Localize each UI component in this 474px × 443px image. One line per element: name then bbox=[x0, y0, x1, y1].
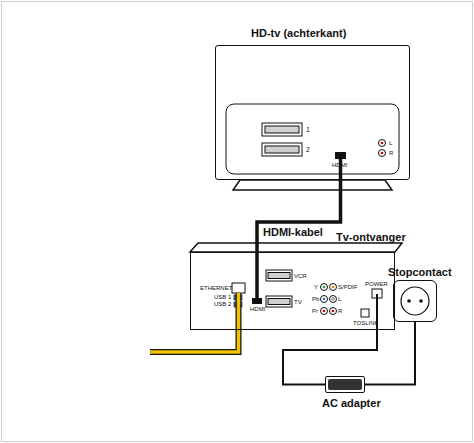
toslink-port bbox=[361, 309, 369, 317]
node-heading: Tv-ontvanger bbox=[336, 231, 406, 243]
ethernet-port bbox=[232, 283, 245, 293]
port-name: HDMI bbox=[250, 306, 265, 312]
port-name: S/PDIF bbox=[338, 284, 357, 290]
tv-stand bbox=[233, 180, 392, 190]
port-number: 2 bbox=[306, 146, 310, 153]
port-number: 1 bbox=[306, 126, 310, 133]
cable-label: HDMI-kabel bbox=[262, 226, 324, 238]
receiver-box: Tv-ontvanger bbox=[190, 252, 395, 330]
port-name: POWER bbox=[365, 281, 388, 287]
channel-name: L bbox=[389, 140, 392, 146]
rca-centres bbox=[323, 286, 335, 313]
channel-name: R bbox=[338, 308, 342, 314]
scart-ports bbox=[266, 270, 292, 307]
hdmi-cable bbox=[257, 180, 341, 252]
port-name: ETHERNET bbox=[200, 285, 232, 291]
node-heading: AC adapter bbox=[322, 397, 381, 409]
rca-jacks bbox=[321, 284, 337, 315]
channel-name: Y bbox=[314, 284, 318, 290]
node-heading: Stopcontact bbox=[388, 266, 452, 278]
port-name: TV bbox=[294, 299, 302, 305]
socket-face bbox=[401, 287, 429, 315]
receiver-top bbox=[190, 243, 402, 252]
hdmi-port bbox=[252, 298, 262, 304]
tv-panel bbox=[226, 104, 399, 174]
channel-name: L bbox=[338, 296, 341, 302]
ethernet-cable bbox=[150, 293, 239, 352]
hdmi-plug bbox=[255, 252, 259, 298]
adapter-body bbox=[328, 379, 362, 390]
port-name: VCR bbox=[294, 273, 307, 279]
port-name: HDMI bbox=[332, 162, 347, 168]
port-name: USB 2 bbox=[214, 301, 231, 307]
ac-adapter: AC adapter bbox=[325, 376, 365, 393]
channel-name: Pr bbox=[312, 308, 318, 314]
port-name: USB 1 bbox=[214, 294, 231, 300]
channel-name: R bbox=[389, 150, 393, 156]
power-cable bbox=[365, 322, 415, 385]
socket-hole bbox=[407, 299, 411, 303]
audio-jacks bbox=[379, 140, 386, 157]
scart-ports bbox=[262, 123, 302, 156]
ethernet-cable bbox=[150, 293, 239, 352]
node-heading: HD-tv (achterkant) bbox=[251, 27, 346, 39]
socket-hole bbox=[419, 299, 423, 303]
hdmi-port bbox=[335, 152, 346, 159]
tv-housing: HD-tv (achterkant) bbox=[215, 45, 410, 180]
wall-socket: Stopcontact bbox=[393, 280, 437, 322]
port-name: TOSLINK bbox=[353, 320, 379, 326]
channel-name: Pb bbox=[312, 296, 319, 302]
